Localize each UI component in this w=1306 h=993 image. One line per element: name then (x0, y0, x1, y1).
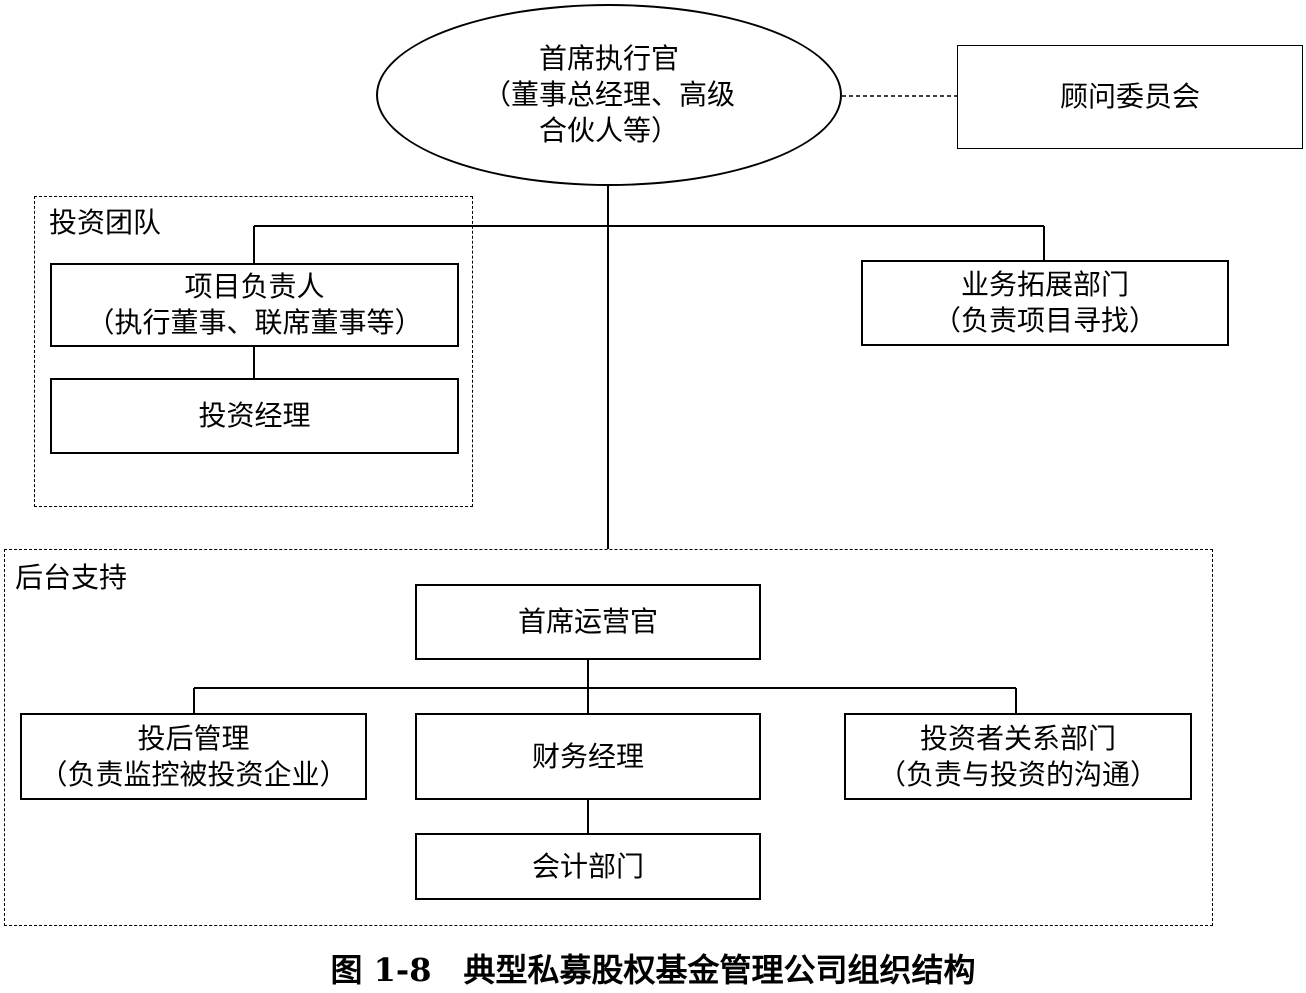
post-investment-subtitle: （负责监控被投资企业） (39, 757, 348, 791)
post-investment-node: 投后管理 （负责监控被投资企业） (20, 713, 367, 800)
finance-manager-node: 财务经理 (415, 713, 761, 800)
business-dev-node: 业务拓展部门 （负责项目寻找） (861, 260, 1229, 346)
project-lead-node: 项目负责人 （执行董事、联席董事等） (50, 263, 459, 347)
investment-team-label: 投资团队 (49, 206, 162, 239)
advisory-committee-node: 顾问委员会 (957, 45, 1303, 149)
accounting-node: 会计部门 (415, 833, 761, 900)
coo-label: 首席运营官 (517, 605, 658, 638)
business-dev-subtitle: （负责项目寻找） (932, 304, 1157, 337)
project-lead-title: 项目负责人 (184, 270, 325, 303)
business-dev-title: 业务拓展部门 (960, 268, 1129, 301)
investment-manager-label: 投资经理 (198, 399, 311, 432)
figure-caption: 图 1-8 典型私募股权基金管理公司组织结构 (330, 951, 976, 989)
accounting-label: 会计部门 (531, 849, 644, 883)
investor-relations-title: 投资者关系部门 (919, 721, 1116, 755)
ceo-subtitle-line1: （董事总经理、高级 (482, 78, 735, 111)
project-lead-subtitle: （执行董事、联席董事等） (86, 306, 423, 339)
coo-node: 首席运营官 (415, 584, 761, 660)
investment-manager-node: 投资经理 (50, 378, 459, 454)
advisory-committee-label: 顾问委员会 (1059, 80, 1200, 113)
back-office-group: 后台支持 (4, 549, 1213, 926)
ceo-subtitle-line2: 合伙人等） (538, 114, 679, 147)
ceo-node: 首席执行官 （董事总经理、高级 合伙人等） (376, 4, 842, 186)
finance-manager-label: 财务经理 (531, 739, 644, 773)
ceo-title: 首席执行官 (538, 42, 679, 75)
investor-relations-node: 投资者关系部门 （负责与投资的沟通） (844, 713, 1192, 800)
investor-relations-subtitle: （负责与投资的沟通） (877, 757, 1158, 791)
post-investment-title: 投后管理 (137, 721, 250, 755)
back-office-label: 后台支持 (15, 561, 128, 594)
investment-team-group: 投资团队 (34, 196, 473, 507)
